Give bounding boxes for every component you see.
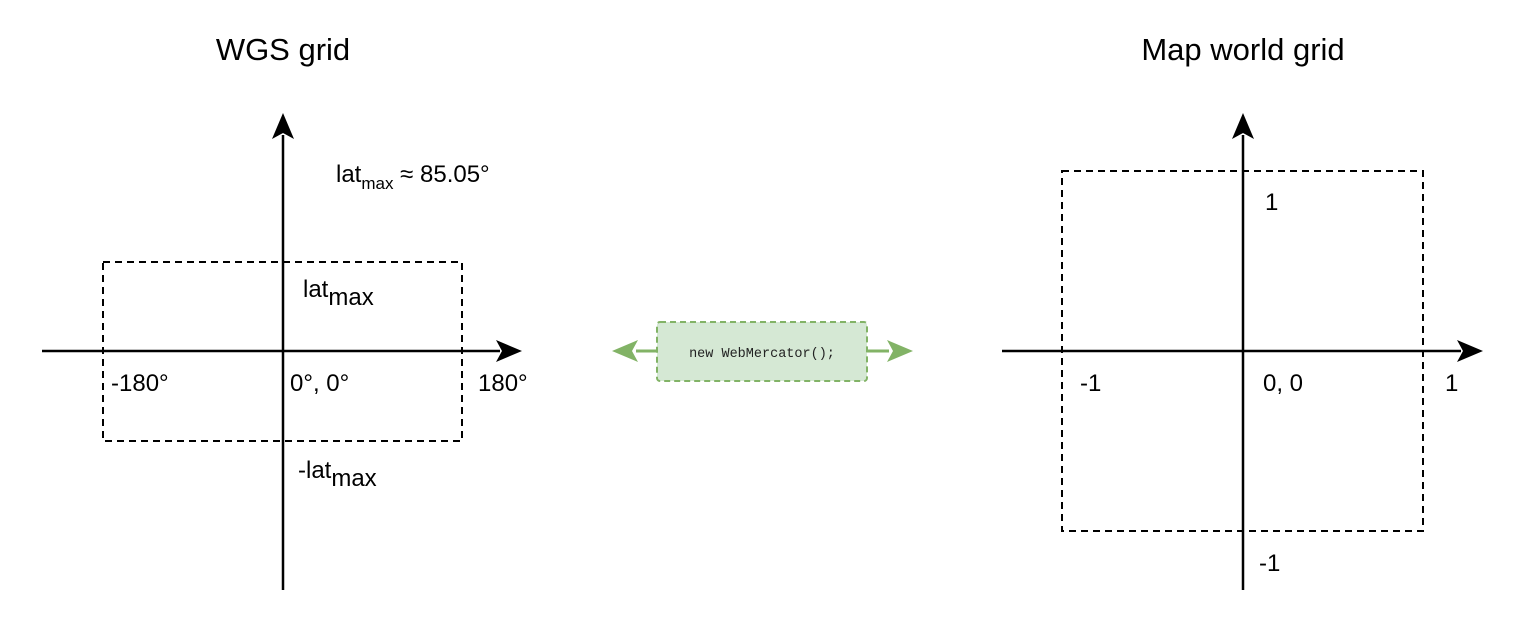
wgs-grid-panel: WGS grid latmax ≈ 85.05° latmax -latmax … [42, 32, 528, 590]
x-min-label: -180° [111, 370, 169, 397]
wgs-grid-title: WGS grid [216, 32, 350, 67]
origin-label: 0°, 0° [290, 370, 349, 397]
map-world-grid-title: Map world grid [1141, 32, 1344, 67]
wgs-x-axis-arrowhead [496, 340, 522, 362]
neg-lat-max-label: -latmax [298, 457, 377, 492]
map-x-min-label: -1 [1080, 370, 1101, 397]
lat-max-label: latmax [303, 276, 374, 311]
converter-left-arrowhead [612, 340, 638, 362]
map-x-axis-arrowhead [1457, 340, 1483, 362]
converter-group: new WebMercator(); [612, 321, 913, 382]
map-world-grid-panel: Map world grid 1 0, 0 -1 1 -1 [1002, 32, 1483, 590]
lat-max-note: latmax ≈ 85.05° [336, 161, 490, 193]
map-y-min-label: -1 [1259, 550, 1280, 577]
map-origin-label: 0, 0 [1263, 370, 1303, 397]
map-x-max-label: 1 [1445, 370, 1458, 397]
wgs-y-axis-arrowhead [272, 113, 294, 139]
converter-right-arrowhead [887, 340, 913, 362]
converter-label: new WebMercator(); [689, 347, 835, 362]
x-max-label: 180° [478, 370, 528, 397]
map-y-axis-arrowhead [1232, 113, 1254, 139]
map-y-max-label: 1 [1265, 189, 1278, 216]
converter-box [656, 321, 868, 382]
